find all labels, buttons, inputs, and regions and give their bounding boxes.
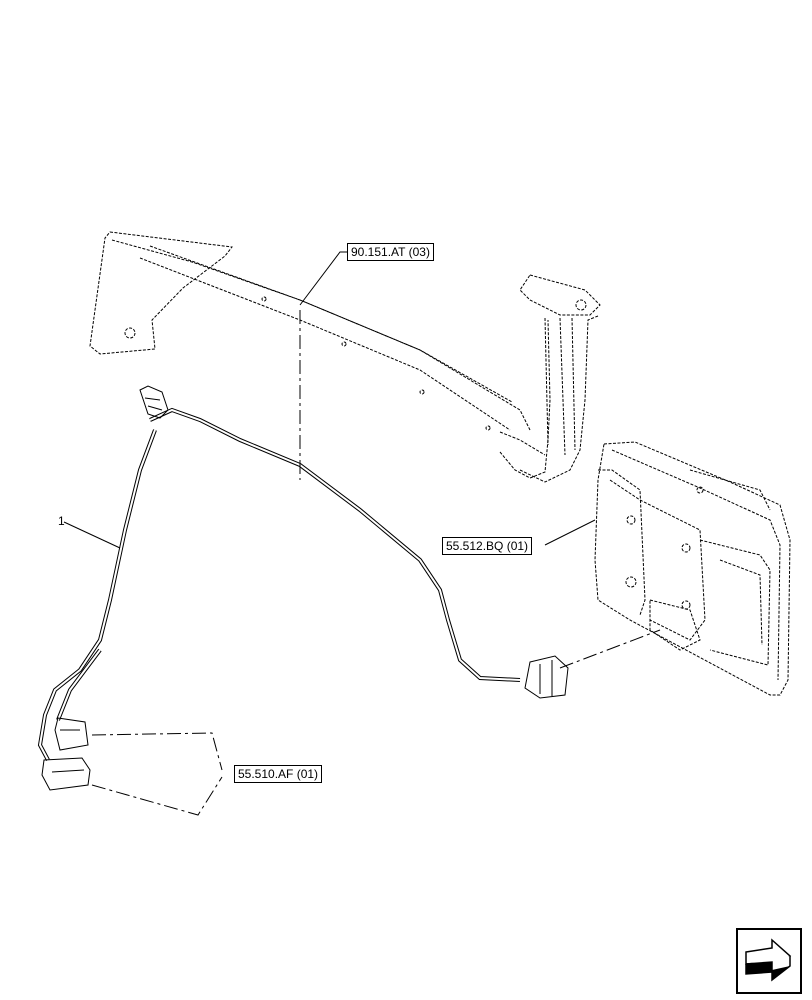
leader-lines [63, 251, 661, 816]
mounting-bracket [89, 231, 601, 483]
next-page-arrow-icon[interactable] [736, 928, 802, 994]
callout-display-ref[interactable]: 55.512.BQ (01) [442, 537, 533, 555]
callout-bracket-ref[interactable]: 90.151.AT (03) [347, 243, 434, 261]
callout-connector-ref[interactable]: 55.510.AF (01) [234, 765, 323, 783]
wiring-harness [37, 385, 569, 791]
item-number-harness: 1 [58, 514, 65, 528]
arrow-icon [745, 938, 792, 982]
display-monitor [594, 441, 791, 696]
